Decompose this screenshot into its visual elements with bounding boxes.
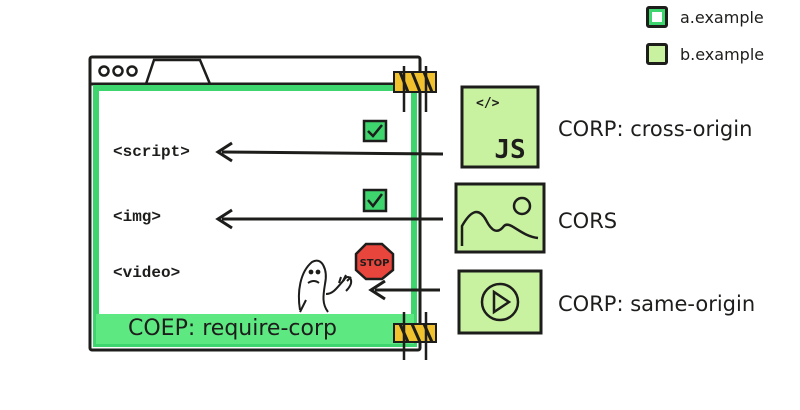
sad-person-icon bbox=[297, 259, 353, 313]
legend-swatch-a bbox=[646, 6, 668, 28]
arrow-img bbox=[215, 208, 443, 230]
svg-text:JS: JS bbox=[494, 135, 525, 165]
browser-window bbox=[88, 55, 422, 352]
script-tag-label: <script> bbox=[113, 143, 190, 161]
arrow-script bbox=[215, 141, 444, 163]
stop-sign-icon: STOP bbox=[354, 242, 395, 281]
legend-label-a: a.example bbox=[680, 7, 764, 27]
corp-same-origin-label: CORP: same-origin bbox=[558, 292, 756, 316]
cors-label: CORS bbox=[558, 209, 618, 233]
svg-text:</>: </> bbox=[476, 96, 500, 111]
legend-item-b-example: b.example bbox=[646, 40, 764, 68]
window-dot-icon[interactable] bbox=[112, 65, 124, 77]
coep-footer-bar bbox=[96, 314, 414, 344]
browser-tab[interactable] bbox=[144, 58, 212, 85]
legend-item-a-example: a.example bbox=[646, 3, 764, 31]
check-icon bbox=[362, 119, 388, 143]
svg-text:STOP: STOP bbox=[360, 258, 390, 269]
image-file-icon bbox=[454, 182, 546, 254]
img-tag-label: <img> bbox=[113, 208, 162, 226]
js-file-icon: </> JS bbox=[460, 85, 540, 169]
tape-post-top-icon bbox=[393, 66, 437, 112]
video-file-icon bbox=[457, 269, 543, 335]
video-tag-label: <video> bbox=[113, 264, 181, 282]
origin-a-content-area bbox=[93, 85, 417, 347]
window-dot-icon[interactable] bbox=[126, 65, 138, 77]
check-icon bbox=[362, 188, 388, 213]
arrow-video-blocked bbox=[368, 279, 440, 301]
legend-label-b: b.example bbox=[680, 44, 765, 64]
window-dot-icon[interactable] bbox=[98, 65, 110, 77]
corp-cross-origin-label: CORP: cross-origin bbox=[558, 117, 753, 141]
coep-header-label: COEP: require-corp bbox=[128, 316, 337, 341]
legend-swatch-b bbox=[646, 43, 668, 65]
tape-post-bottom-icon bbox=[393, 312, 437, 360]
